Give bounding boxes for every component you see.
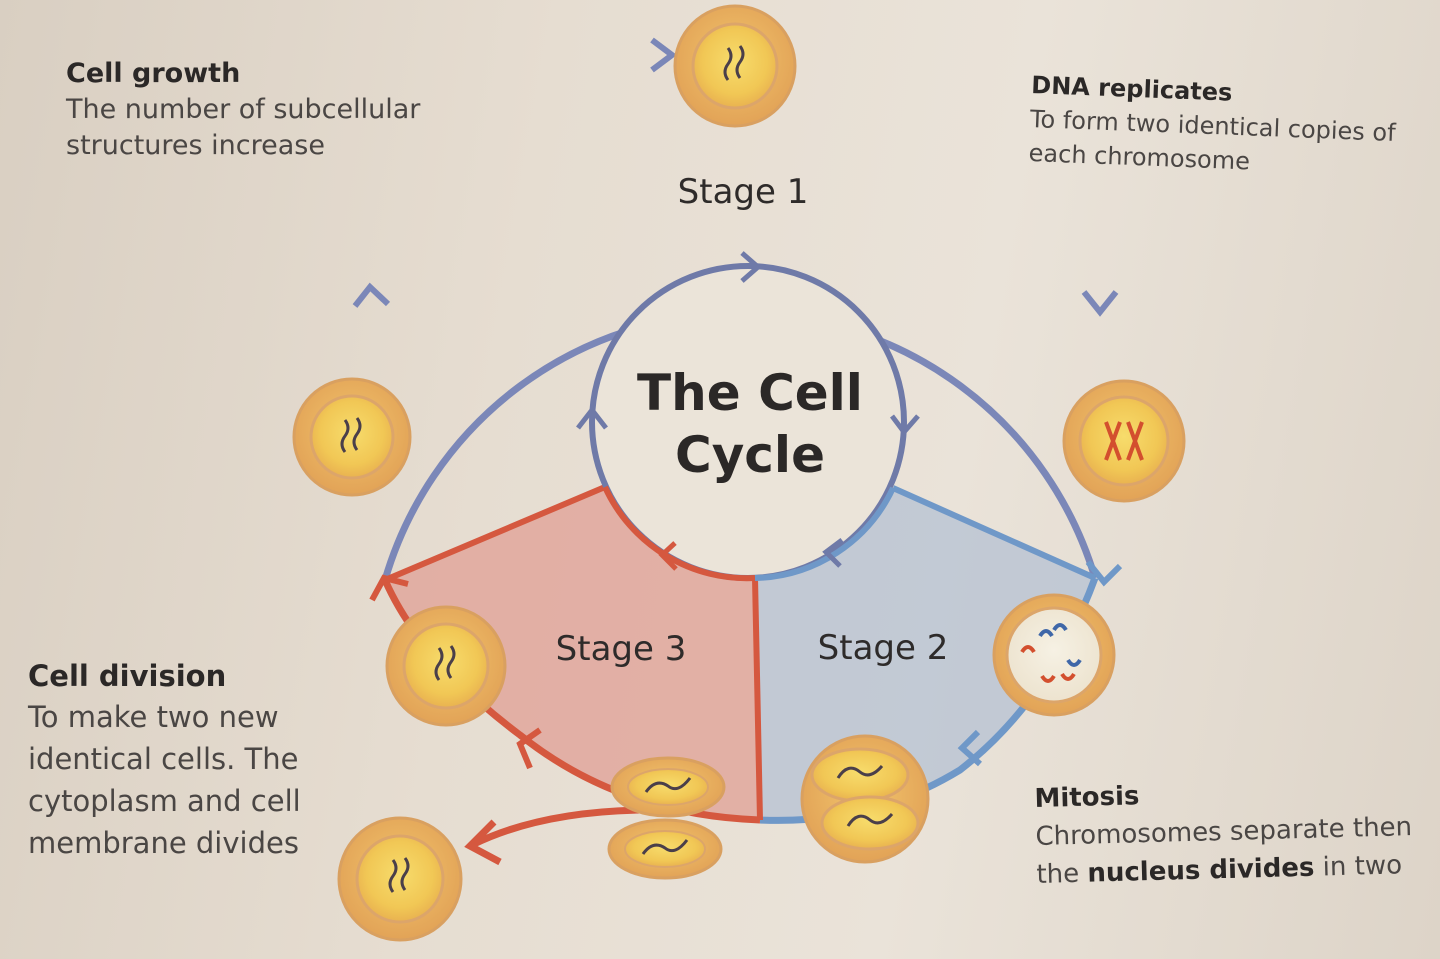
annotation-cell-growth: Cell growth The number of subcellular st… (66, 56, 486, 164)
center-title-line2: Cycle (675, 426, 825, 484)
exit-arrow-head (464, 819, 502, 866)
chromosome-icon (340, 419, 350, 453)
outer-arrow-stage3-left (369, 574, 409, 602)
stage3-region (385, 487, 760, 820)
cell-dividing (800, 734, 930, 864)
daughter-cells (607, 756, 726, 880)
chromosome-icon (388, 859, 398, 893)
chromosome-icon (446, 645, 456, 679)
chromosome-icon (1040, 674, 1056, 683)
cell-left (292, 377, 412, 497)
chromosome-icon (641, 839, 689, 855)
inner-ring-stage2-arc (754, 486, 896, 581)
stage2-label: Stage 2 (818, 628, 949, 668)
outer-arrow-upper-left (352, 282, 391, 308)
chromosome-icon (735, 45, 745, 79)
exit-arrow-line (472, 806, 641, 848)
chromosome-icon (836, 764, 884, 779)
inner-arrow-bottom-right (822, 538, 844, 568)
stage1-label: Stage 1 (678, 172, 809, 212)
center-title-line1: The Cell (637, 364, 863, 422)
cell-top (673, 4, 797, 128)
x-chromosome-icon (1104, 421, 1122, 461)
annotation-body: Chromosomes separate then the nucleus di… (1035, 808, 1437, 894)
divider-stage2-right (891, 485, 1097, 581)
outer-arrow-right-lower (1085, 560, 1123, 587)
outer-arrow-stage3-bottom (516, 727, 542, 770)
chromosome-icon (846, 812, 894, 827)
stage2-region (755, 488, 1095, 821)
outer-arrow-upper-right (1081, 290, 1119, 317)
chromosome-icon (1066, 658, 1082, 667)
cell-lower-left (385, 605, 507, 727)
chromosome-icon (1060, 672, 1076, 681)
cell-right (1062, 379, 1186, 503)
annotation-body: The number of subcellular structures inc… (66, 94, 421, 161)
chromosome-icon (1038, 629, 1054, 638)
stage3-label: Stage 3 (556, 629, 687, 669)
chromosome-icon (644, 777, 692, 793)
outer-arrow-top (650, 37, 677, 73)
chromosome-icon (352, 417, 362, 451)
chromosome-icon (723, 47, 733, 81)
inner-arrow-bottom-left (658, 541, 678, 571)
annotation-dna-replicates: DNA replicates To form two identical cop… (1028, 68, 1432, 185)
annotation-mitosis: Mitosis Chromosomes separate then the nu… (1034, 770, 1437, 894)
cell-new (337, 816, 463, 942)
chromosome-icon (400, 857, 410, 891)
annotation-heading: Cell growth (66, 58, 241, 89)
inner-arrow-right (890, 414, 920, 436)
annotation-body-bold: nucleus divides (1087, 852, 1315, 889)
annotation-body-end: in two (1314, 850, 1403, 883)
chromosome-icon (434, 647, 444, 681)
chromosome-icon (1020, 645, 1036, 654)
divider-stage2-3 (752, 577, 763, 821)
chromosome-icon (1052, 623, 1068, 632)
annotation-heading: Cell division (28, 659, 227, 693)
inner-arrow-left (576, 405, 608, 430)
inner-arrow-top (740, 251, 762, 283)
outer-arrow-stage2-bottom (957, 729, 982, 767)
cell-mitosis (992, 593, 1116, 717)
x-chromosome-icon (1126, 421, 1144, 461)
annotation-body: To make two new identical cells. The cyt… (28, 700, 301, 860)
divider-stage3-left (383, 484, 607, 583)
annotation-cell-division: Cell division To make two new identical … (28, 656, 368, 864)
